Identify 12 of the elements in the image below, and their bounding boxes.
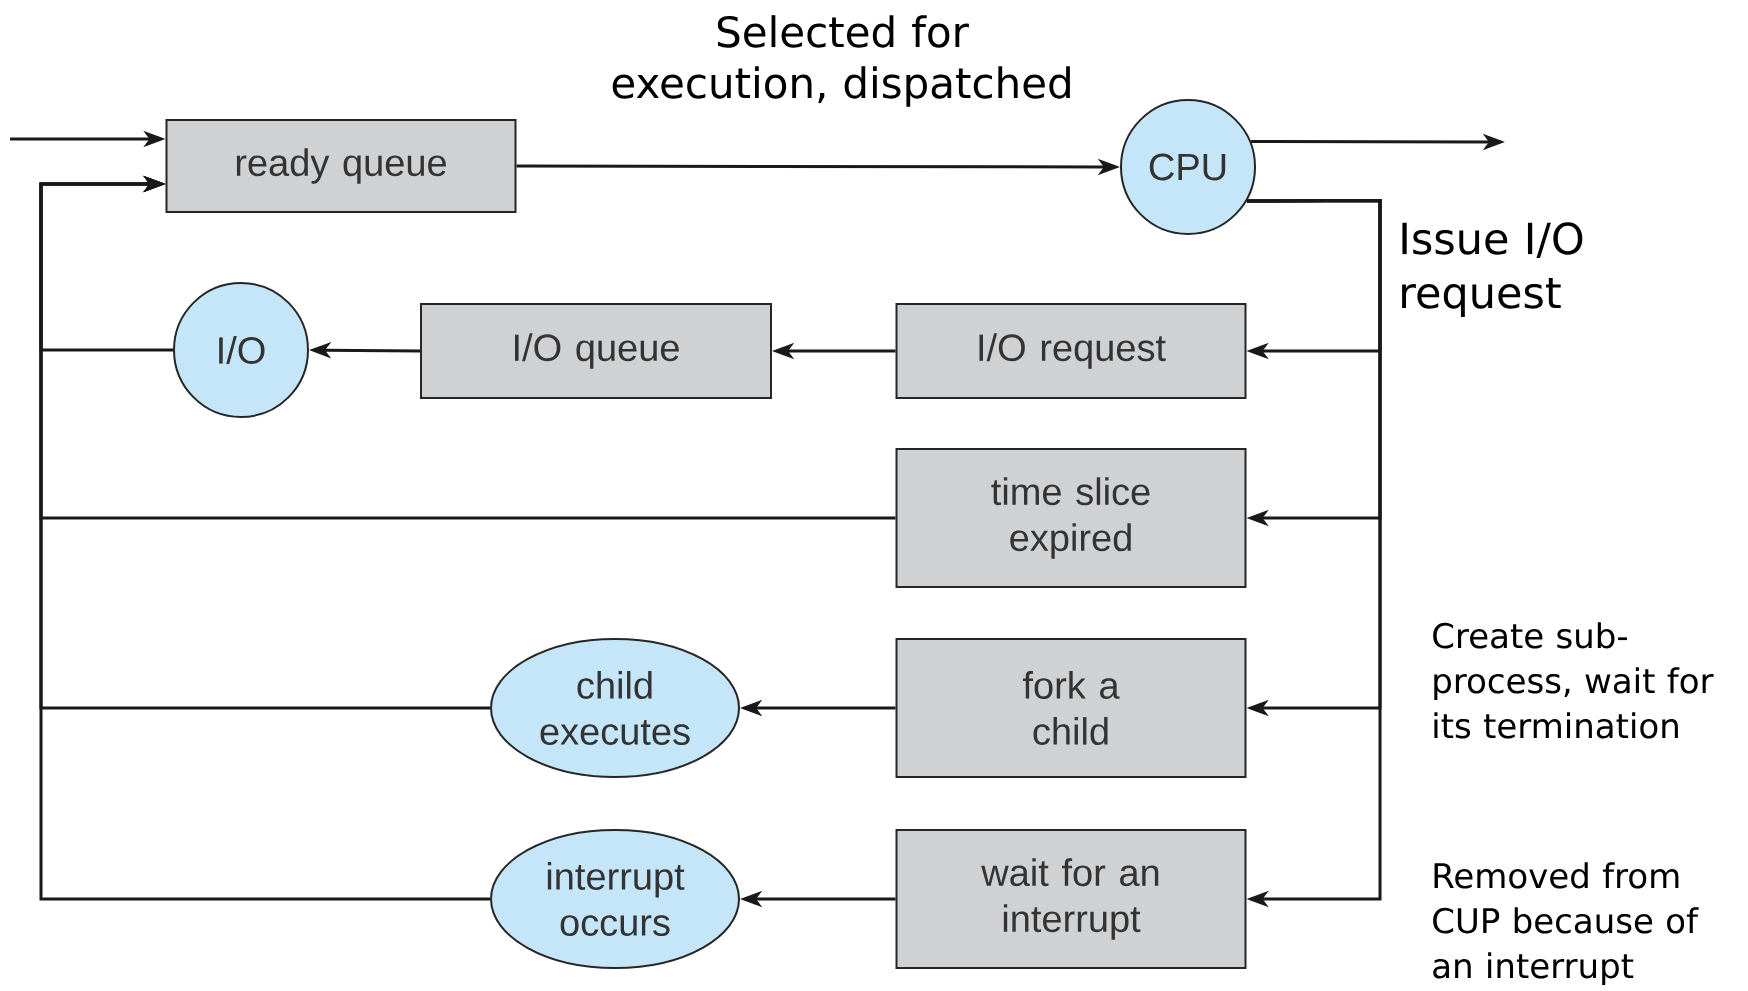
process-box: fork a child [895, 638, 1247, 778]
arrow [39, 175, 490, 901]
process-box: time slice expired [895, 448, 1247, 588]
process-box: I/O queue [420, 303, 772, 399]
process-box: ready queue [165, 119, 517, 213]
annotation: Removed from CUP because of an interrupt [1433, 862, 1699, 986]
annotation: Issue I/O request [1402, 222, 1583, 318]
annotation: Selected for execution, dispatched [612, 15, 1070, 107]
arrow [1246, 199, 1382, 908]
process-box: wait for an interrupt [895, 829, 1247, 969]
process-box: I/O request [895, 303, 1247, 399]
annotation: Create sub-process, wait for its termination [1433, 622, 1714, 739]
